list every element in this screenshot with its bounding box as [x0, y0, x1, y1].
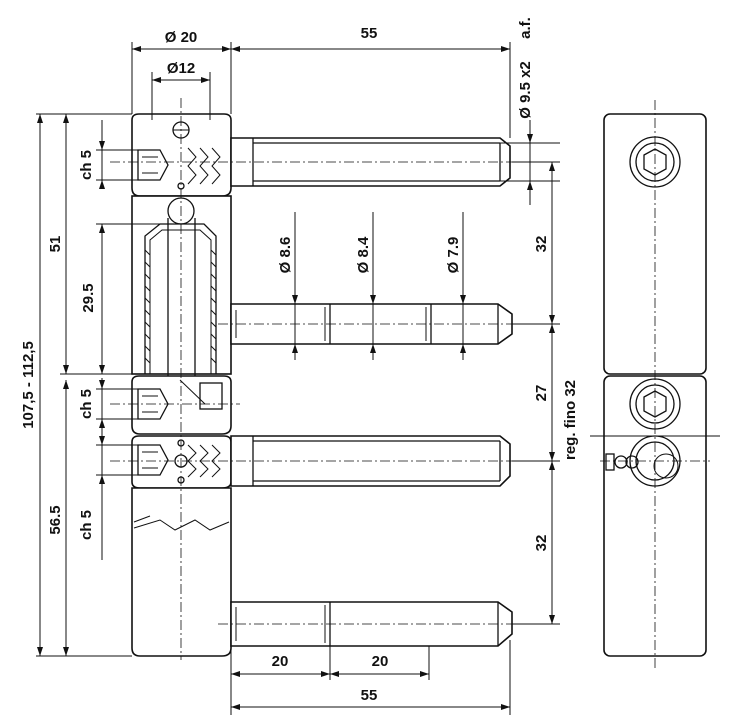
- hinge-pins: [230, 137, 513, 647]
- label-20-left: 20: [272, 653, 289, 670]
- label-dia-8-6: Ø 8.6: [277, 237, 294, 274]
- dimension-labels: Ø 20 Ø12 55 a.f. Ø 9.5 x2 ch 5 ch 5 ch 5…: [20, 17, 579, 704]
- label-27: 27: [533, 385, 550, 402]
- hinge-front-view: [590, 100, 720, 670]
- label-ch5-bottom: ch 5: [78, 510, 95, 540]
- label-len-55-top: 55: [361, 25, 378, 42]
- label-af: a.f.: [517, 17, 534, 39]
- label-20-right: 20: [372, 653, 389, 670]
- label-107-5: 107,5 - 112,5: [20, 341, 37, 429]
- hinge-side-view: [131, 113, 232, 657]
- label-32-top: 32: [533, 236, 550, 253]
- label-len-55-bottom: 55: [361, 687, 378, 704]
- label-ch5-top: ch 5: [78, 150, 95, 180]
- label-dia-12: Ø12: [167, 60, 195, 77]
- label-32-bottom: 32: [533, 535, 550, 552]
- label-dia-20: Ø 20: [165, 29, 198, 46]
- label-dia-8-4: Ø 8.4: [355, 236, 372, 273]
- label-reg-fino-32: reg. fino 32: [562, 380, 579, 460]
- label-56-5: 56.5: [47, 505, 64, 534]
- dimension-lines: [36, 42, 560, 715]
- label-29-5: 29.5: [80, 283, 97, 312]
- label-51: 51: [47, 236, 64, 253]
- label-ch5-middle: ch 5: [78, 389, 95, 419]
- label-dia-9-5-x2: Ø 9.5 x2: [517, 61, 534, 119]
- label-dia-7-9: Ø 7.9: [445, 237, 462, 274]
- centre-lines: [110, 98, 530, 660]
